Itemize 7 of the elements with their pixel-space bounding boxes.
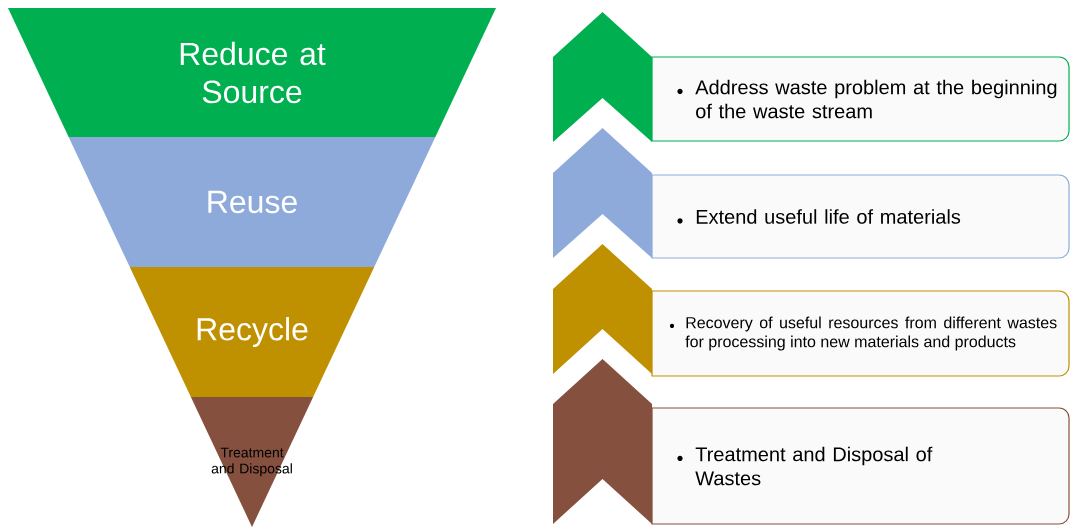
pyramid-band: Reuse (68, 137, 436, 267)
step-box: Recovery of useful resources from different wastes for processing into new materials and products (553, 244, 1070, 377)
pyramid-band: Recycle (129, 267, 375, 397)
step-box: Extend useful life of materials (553, 128, 1070, 259)
pyramid-band: Reduce at Source (8, 8, 496, 137)
step-box: Address waste problem at the beginning of the waste stream (553, 12, 1070, 142)
step-box: Treatment and Disposal of Wastes (553, 359, 1070, 525)
